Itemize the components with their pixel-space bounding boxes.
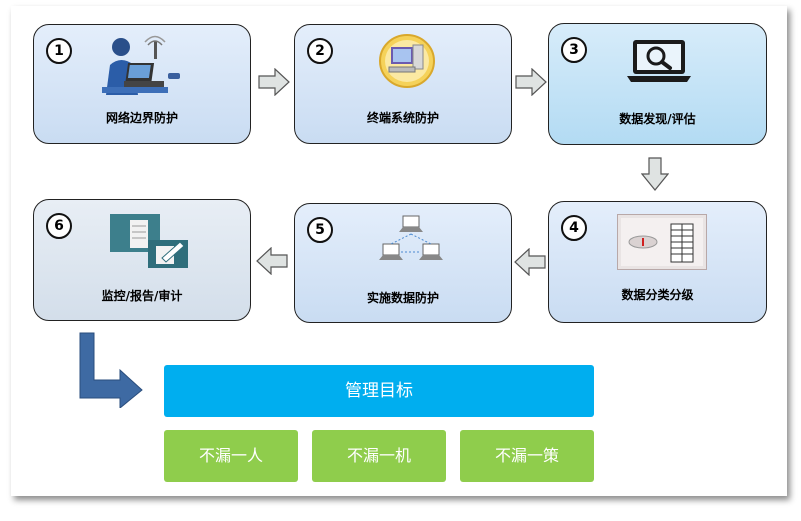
step-data-classification: 4 数据分类分级 (548, 201, 767, 323)
classification-panel-icon (617, 214, 707, 270)
network-user-icon (102, 35, 180, 95)
arrow-left-4-to-5 (514, 248, 546, 276)
step-number: 2 (307, 38, 333, 64)
step-label: 终端系统防护 (366, 111, 439, 125)
step-number: 4 (561, 215, 587, 241)
step-label: 数据发现/评估 (619, 112, 696, 126)
step-label: 监控/报告/审计 (101, 289, 183, 303)
arrow-to-goal (79, 332, 143, 408)
management-goal: 管理目标 (164, 365, 594, 417)
step-network-boundary: 1 网络边界防护 (33, 24, 251, 144)
arrow-right-1-to-2 (258, 68, 290, 96)
step-number: 6 (46, 213, 72, 239)
endpoint-computer-icon (379, 34, 435, 88)
step-endpoint-protection: 2 终端系统防护 (294, 24, 512, 144)
network-topology-icon (379, 215, 443, 260)
sub-goal-person: 不漏一人 (164, 430, 298, 482)
server-audit-icon (110, 214, 188, 268)
arrow-right-2-to-3 (515, 68, 547, 96)
step-label: 数据分类分级 (621, 288, 694, 302)
step-number: 1 (46, 38, 72, 64)
arrow-left-5-to-6 (256, 247, 288, 275)
step-monitor-report-audit: 6 监控/报告/审计 (33, 199, 251, 321)
step-label: 实施数据防护 (366, 291, 439, 305)
step-data-discovery: 3 数据发现/评估 (548, 23, 767, 145)
step-number: 3 (561, 37, 587, 63)
sub-goal-machine: 不漏一机 (312, 430, 446, 482)
sub-goal-policy: 不漏一策 (460, 430, 594, 482)
step-implement-protection: 5 实施数据防护 (294, 203, 512, 323)
step-label: 网络边界防护 (105, 111, 178, 125)
step-number: 5 (307, 217, 333, 243)
arrow-down-3-to-4 (641, 157, 669, 191)
laptop-search-icon (627, 40, 691, 82)
